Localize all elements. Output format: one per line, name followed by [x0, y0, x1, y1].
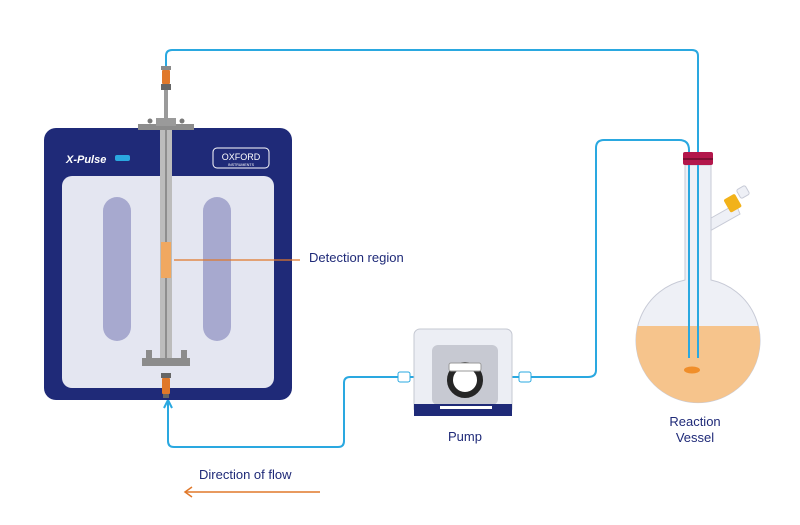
bottom-mount-left-post	[146, 350, 152, 360]
top-mount-hub	[156, 118, 176, 126]
right-viewing-slot	[203, 197, 231, 341]
mount-screw-right	[179, 118, 185, 124]
pump-connector-right	[518, 371, 532, 383]
detection-region-label: Detection region	[309, 250, 404, 265]
pump-to-instrument-tube	[167, 376, 408, 448]
top-fitting	[162, 70, 170, 84]
top-mount-bracket	[138, 124, 194, 130]
vessel-to-pump-tube	[520, 139, 690, 378]
reaction-liquid	[636, 326, 760, 403]
direction-of-flow-arrowhead	[183, 486, 193, 498]
oxford-instruments-logo: OXFORD INSTRUMENTS	[212, 147, 270, 169]
logo-line1: OXFORD	[222, 152, 261, 162]
probe-rod-top	[164, 90, 168, 120]
bottom-mount-bracket	[142, 358, 190, 366]
pump-status-bar	[440, 406, 492, 409]
reaction-vessel-label-line1: Reaction	[669, 414, 720, 429]
pump-label: Pump	[448, 429, 482, 444]
instrument-name: X-Pulse	[65, 154, 106, 166]
left-viewing-slot	[103, 197, 131, 341]
mount-screw-left	[147, 118, 153, 124]
bottom-fitting	[162, 378, 170, 394]
reaction-vessel	[635, 152, 761, 404]
bottom-fitting-base	[163, 394, 169, 398]
reaction-vessel-label-line2: Vessel	[676, 430, 714, 445]
detection-region-marker	[161, 242, 171, 278]
vessel-cap-ridge	[683, 158, 713, 160]
instrument-status-led	[115, 155, 130, 161]
top-fitting-base	[161, 84, 171, 90]
side-arm-stopper	[736, 185, 750, 199]
bottom-fitting-cap	[161, 373, 171, 378]
pump	[413, 328, 513, 416]
top-fitting-cap	[161, 66, 171, 70]
return-tube	[165, 49, 699, 358]
pump-clamp	[448, 362, 482, 372]
side-arm-cap	[724, 194, 742, 213]
stir-bar	[684, 366, 700, 374]
pump-base	[414, 404, 512, 416]
bottom-mount-right-post	[181, 350, 187, 360]
pump-connector-left	[397, 371, 411, 383]
logo-line2: INSTRUMENTS	[228, 163, 255, 167]
direction-of-flow-label: Direction of flow	[199, 467, 292, 482]
probe-assembly	[138, 66, 194, 398]
